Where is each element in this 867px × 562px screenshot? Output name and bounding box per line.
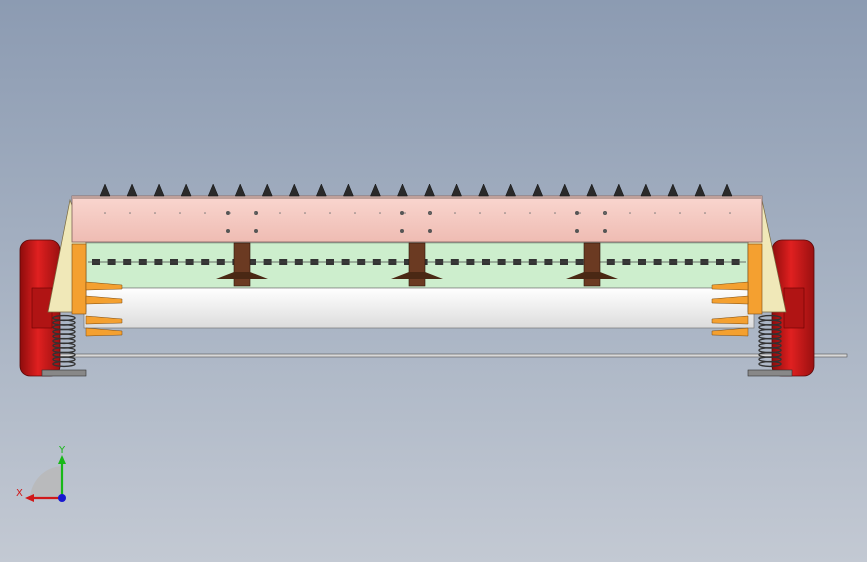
support-post [391, 242, 443, 287]
rivet [404, 212, 406, 214]
tooth [180, 183, 192, 197]
bracket-fin [711, 327, 749, 337]
bolt-hole [575, 211, 579, 215]
axis-y-label: Y [58, 445, 66, 456]
rivet [204, 212, 206, 214]
top-beam-flange [72, 196, 762, 199]
rivet [604, 212, 606, 214]
rivet [329, 212, 331, 214]
rivet [729, 212, 731, 214]
rivet [454, 212, 456, 214]
bracket-fin [85, 295, 123, 305]
rivet [629, 212, 631, 214]
tooth [640, 183, 652, 197]
tooth [261, 183, 273, 197]
axis-triad: Y X [16, 445, 66, 502]
tooth [315, 183, 327, 197]
bracket-fin [711, 315, 749, 325]
bolt-hole [428, 229, 432, 233]
tooth [370, 183, 381, 197]
bracket-fin [85, 327, 123, 337]
rivet [279, 212, 281, 214]
right-spring-assembly[interactable] [747, 314, 793, 377]
bolt-hole [226, 229, 230, 233]
bracket-fin [85, 315, 123, 325]
rivet [229, 212, 231, 214]
tooth [343, 183, 354, 197]
rivet [579, 212, 581, 214]
left-spring-assembly[interactable] [41, 314, 87, 377]
right-vibration-motor[interactable] [771, 239, 815, 377]
tooth [694, 183, 706, 197]
tooth [126, 183, 138, 197]
spring-coil [758, 360, 782, 368]
support-post [216, 242, 268, 287]
spring-coil [52, 360, 76, 368]
tooth [397, 183, 408, 197]
side-brackets [85, 281, 749, 337]
rivet [529, 212, 531, 214]
support-posts [216, 242, 618, 287]
base-rail [39, 353, 848, 358]
bolt-hole [400, 229, 404, 233]
rivet [354, 212, 356, 214]
bolt-hole [254, 211, 258, 215]
rivet [379, 212, 381, 214]
tooth [721, 183, 733, 197]
bolt-hole [254, 229, 258, 233]
tooth [451, 183, 462, 197]
teeth-row [99, 183, 733, 197]
rivet [654, 212, 656, 214]
bracket-fin [711, 281, 749, 291]
tooth [586, 183, 598, 197]
lower-bed [83, 287, 755, 329]
rivet [179, 212, 181, 214]
rivet [479, 212, 481, 214]
bolt-hole [575, 229, 579, 233]
tooth [207, 183, 219, 197]
rivet [504, 212, 506, 214]
support-post [566, 242, 618, 287]
top-beam[interactable] [71, 195, 763, 243]
rivet [154, 212, 156, 214]
rivet [254, 212, 256, 214]
rivet [429, 212, 431, 214]
rivet [129, 212, 131, 214]
tooth [667, 183, 679, 197]
tooth [505, 183, 517, 197]
axis-x-label: X [16, 488, 23, 499]
tooth [559, 183, 571, 197]
bracket-fin [85, 281, 123, 291]
bolt-hole [603, 229, 607, 233]
bolt-hole [400, 211, 404, 215]
rivet [104, 212, 106, 214]
tooth [99, 183, 111, 197]
rivet [304, 212, 306, 214]
tooth [613, 183, 625, 197]
bracket-fin [711, 295, 749, 305]
rivet [679, 212, 681, 214]
tooth [424, 183, 435, 197]
tooth [153, 183, 165, 197]
tooth [532, 183, 544, 197]
rivet [554, 212, 556, 214]
beam-bolt-holes [104, 211, 731, 233]
rivet [704, 212, 706, 214]
bolt-hole [226, 211, 230, 215]
tooth [288, 183, 300, 197]
tooth [478, 183, 489, 197]
tooth [234, 183, 246, 197]
